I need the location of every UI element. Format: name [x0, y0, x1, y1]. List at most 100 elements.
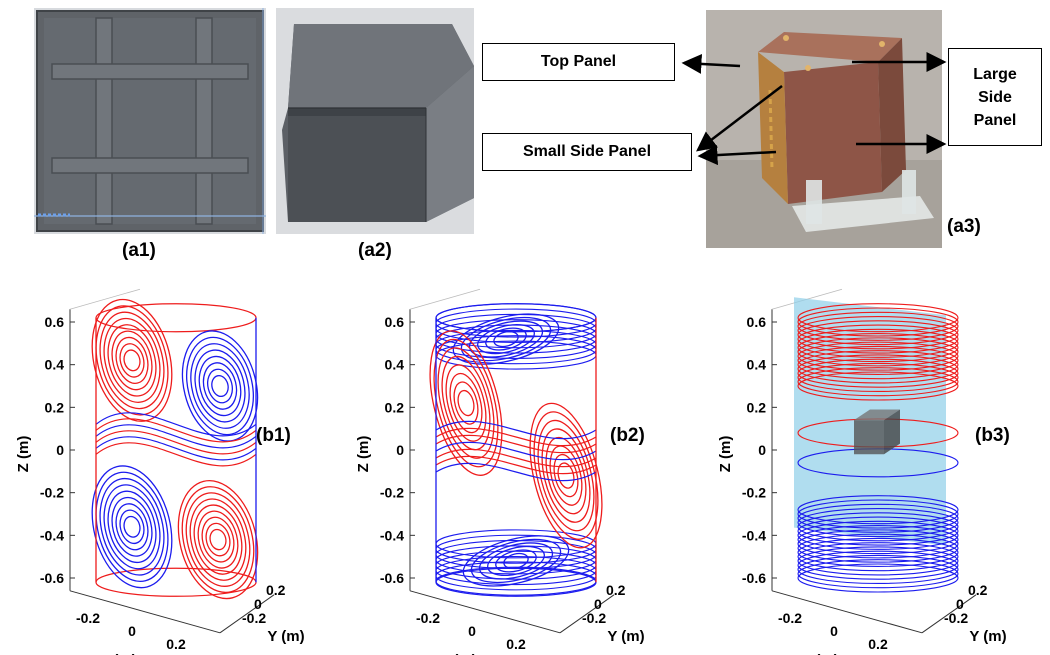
y-axis-label: Y (m) — [607, 628, 644, 645]
coil-loop-blue — [485, 327, 527, 351]
arrow-small-side-1 — [696, 85, 783, 152]
z-tick-label: 0.6 — [747, 314, 767, 330]
coil-ring-red — [797, 362, 959, 393]
label-large-side-2: Side — [978, 88, 1012, 106]
y-axis-line — [559, 594, 615, 634]
coil-ring-blue — [797, 507, 959, 538]
x-axis-line — [69, 590, 221, 634]
cube-front — [854, 420, 884, 455]
coil-loop-red — [437, 347, 495, 459]
coil-ring-red — [797, 354, 959, 384]
caption-a1: (a1) — [122, 240, 156, 261]
coil-loop-blue — [211, 374, 229, 398]
coil-loop-blue — [207, 368, 233, 404]
coil-ring-red — [797, 307, 959, 337]
coil-ring-blue — [797, 529, 959, 559]
coil-loop-blue — [119, 509, 145, 545]
coil-loop-red — [449, 372, 483, 434]
coil-ring-blue — [797, 563, 959, 593]
z-tick-label: -0.2 — [742, 485, 766, 501]
plot-b2: 0.60.40.20-0.2-0.4-0.6Z (m)-0.200.2X (m)… — [355, 288, 645, 655]
coil-ring-blue — [435, 534, 597, 564]
z-tick-label: 0 — [56, 442, 64, 458]
label-top-panel-text: Top Panel — [540, 53, 617, 70]
panel-a2-image — [276, 8, 474, 234]
coil-wire — [95, 424, 257, 449]
coil-wire — [435, 448, 597, 468]
coil-ring-red — [797, 341, 959, 371]
coil-loop-red — [197, 510, 239, 569]
x-axis-line — [409, 590, 561, 634]
coil-ring-blue — [797, 520, 959, 550]
y-axis-line — [219, 594, 275, 634]
x-tick-label: 0.2 — [506, 636, 526, 652]
cube-top — [854, 409, 900, 421]
coil-loop-red — [119, 343, 145, 378]
z-tick-label: 0.6 — [45, 314, 65, 330]
panel-a1-image — [34, 8, 266, 234]
x-tick-label: 0.2 — [868, 636, 888, 652]
y-axis-label: Y (m) — [267, 628, 304, 645]
arrow-top-panel — [681, 53, 741, 74]
z-tick-label: -0.4 — [742, 527, 766, 543]
coil-loop-blue — [111, 496, 153, 557]
coil-wire — [435, 434, 597, 454]
coil-loop-red — [177, 480, 259, 600]
coil-ring-red — [797, 315, 959, 346]
coil-loop-blue — [477, 323, 535, 355]
coil-loop-blue — [487, 545, 545, 577]
box-line — [69, 288, 141, 310]
box-line — [409, 288, 481, 310]
coil-wire — [435, 462, 597, 482]
coil-loop-red — [193, 504, 243, 575]
coil-ring-blue — [797, 499, 959, 529]
coil-loop-red — [107, 324, 157, 397]
caption-b3: (b3) — [975, 425, 1010, 446]
z-tick-label: -0.4 — [40, 527, 64, 543]
coil-ring-blue — [797, 542, 959, 572]
cylinder-top — [95, 303, 257, 333]
x-tick-label: -0.2 — [76, 610, 100, 626]
z-tick-label: -0.2 — [40, 485, 64, 501]
coil-loop-red — [429, 330, 503, 476]
coil-wire — [95, 430, 257, 455]
plot-b3: 0.60.40.20-0.2-0.4-0.6Z (m)-0.200.2X (m)… — [717, 288, 1007, 655]
coil-loop-red — [181, 486, 255, 594]
y-axis-label: Y (m) — [969, 628, 1006, 645]
coil-ring-blue — [435, 550, 597, 580]
coil-loop-red — [205, 522, 231, 557]
z-axis-label: Z (m) — [717, 436, 734, 473]
coil-loop-red — [541, 428, 591, 523]
z-axis-label: Z (m) — [15, 436, 32, 473]
z-tick-label: -0.6 — [380, 570, 404, 586]
coil-ring-blue — [797, 503, 959, 533]
coil-wire — [95, 442, 257, 467]
coil-ring-red — [797, 371, 959, 401]
coil-wire — [435, 441, 597, 461]
label-small-side-panel: Small Side Panel — [482, 133, 692, 171]
coil-loop-blue — [202, 362, 238, 410]
x-tick-label: 0 — [830, 623, 838, 639]
coil-ring-red — [797, 324, 959, 354]
z-tick-label: -0.6 — [742, 570, 766, 586]
z-tick-label: 0.4 — [45, 357, 65, 373]
coil-ring-blue — [797, 546, 959, 576]
coil-loop-red — [445, 364, 487, 442]
coil-loop-red — [99, 311, 165, 410]
coil-loop-blue — [493, 330, 519, 348]
coil-ring-red — [797, 320, 959, 350]
caption-a2: (a2) — [358, 240, 392, 261]
coil-loop-red — [457, 389, 475, 417]
coil-ring-blue — [435, 329, 597, 359]
coil-ring-red — [797, 358, 959, 388]
x-tick-label: 0.2 — [166, 636, 186, 652]
coil-loop-red — [103, 317, 161, 403]
coil-wire — [95, 412, 257, 437]
x-tick-label: -0.2 — [778, 610, 802, 626]
coil-loop-red — [123, 349, 141, 372]
label-large-side-panel: Large Side Panel — [948, 48, 1042, 146]
z-tick-label: 0 — [396, 442, 404, 458]
coil-loop-red — [95, 305, 169, 416]
coil-ring-red — [797, 311, 959, 341]
arrow-small-side-2 — [697, 145, 777, 166]
